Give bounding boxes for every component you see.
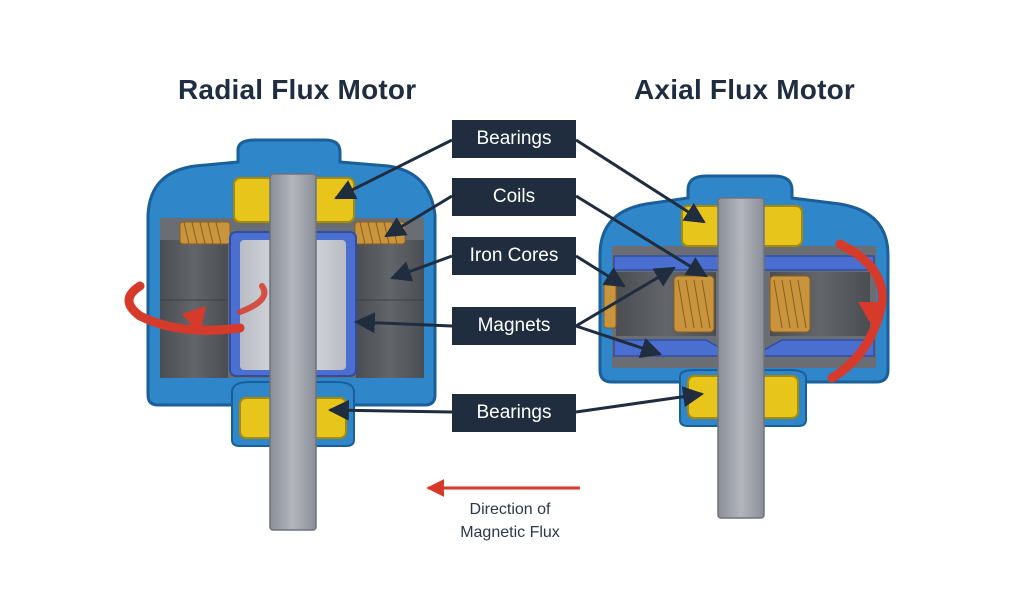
radial-motor-title: Radial Flux Motor — [178, 74, 417, 105]
callout-arrows — [327, 138, 708, 421]
radial-rotation-arrow — [124, 281, 245, 335]
arrow-bearings-bottom-left — [327, 399, 453, 421]
arrow-coils-left — [384, 194, 453, 238]
axial-coils — [603, 275, 811, 333]
radial-shaft — [269, 173, 317, 531]
label-iron-cores: Iron Cores — [452, 237, 576, 275]
label-bearings-top: Bearings — [452, 120, 576, 158]
flux-caption-line1: Direction of — [469, 501, 551, 518]
axial-magnet-bottom — [613, 339, 875, 357]
axial-motor-title: Axial Flux Motor — [634, 74, 855, 105]
arrow-magnets-right-down — [575, 324, 662, 358]
axial-shaft — [717, 197, 765, 519]
arrow-iron-right — [575, 254, 626, 288]
radial-iron-core-left — [160, 240, 228, 378]
radial-iron-core-right — [356, 240, 424, 378]
radial-motor — [124, 138, 437, 531]
flux-caption: Direction of Magnetic Flux — [440, 498, 580, 544]
arrow-bearings-bottom-right — [575, 386, 705, 414]
label-coils: Coils — [452, 178, 576, 216]
arrow-magnets-left — [353, 312, 453, 334]
flux-caption-line2: Magnetic Flux — [460, 524, 560, 541]
arrow-coils-right — [575, 194, 708, 278]
axial-rotation-arrow — [827, 239, 887, 383]
arrow-bearings-top-right — [575, 138, 706, 224]
label-bearings-bottom: Bearings — [452, 394, 576, 432]
arrow-iron-left — [390, 254, 453, 282]
arrow-magnets-right-up — [575, 266, 676, 328]
axial-motor — [598, 174, 890, 519]
label-magnets: Magnets — [452, 307, 576, 345]
arrow-bearings-top-left — [334, 138, 453, 200]
